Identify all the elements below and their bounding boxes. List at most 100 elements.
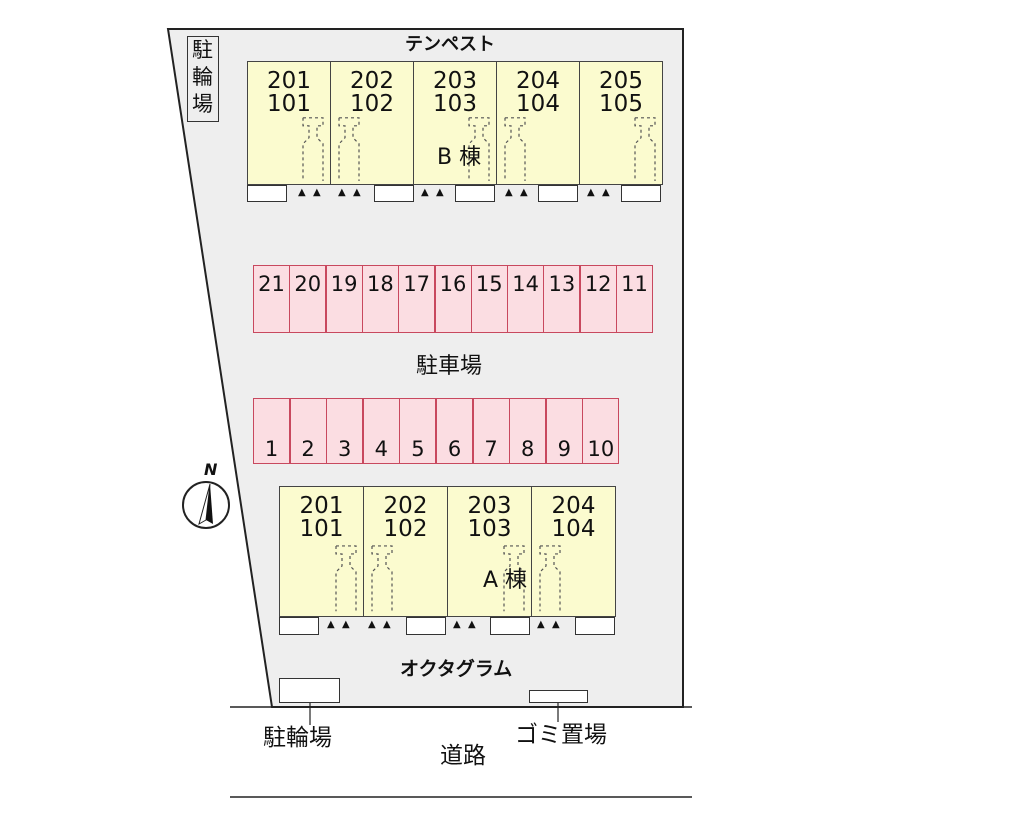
parking-space: 19 bbox=[325, 265, 363, 333]
stair-outline bbox=[504, 117, 526, 181]
bicycle-char-2: 輪 bbox=[192, 65, 213, 89]
parking-space-number: 10 bbox=[587, 437, 615, 461]
bicycle-parking-bottom-box bbox=[279, 678, 340, 703]
unit-number-lower: 102 bbox=[383, 516, 428, 542]
unit-number-lower: 102 bbox=[350, 91, 394, 117]
parking-space-number: 11 bbox=[621, 272, 648, 296]
parking-space-number: 14 bbox=[512, 272, 539, 296]
entrance-marker: ▲ bbox=[298, 187, 306, 198]
unit-number-upper: 201 bbox=[267, 68, 311, 94]
unit-number-lower: 104 bbox=[516, 91, 560, 117]
parking-space-number: 16 bbox=[439, 272, 467, 296]
entrance-marker: ▲ bbox=[342, 619, 350, 630]
entrance-box bbox=[490, 617, 530, 635]
stair-outline bbox=[371, 545, 393, 612]
unit-number-lower: 105 bbox=[599, 91, 643, 117]
parking-space-number: 5 bbox=[411, 437, 425, 461]
stair-outline bbox=[302, 117, 324, 181]
unit-number-lower: 101 bbox=[267, 91, 311, 117]
unit-number-lower: 103 bbox=[433, 91, 477, 117]
parking-space: 13 bbox=[543, 265, 581, 333]
unit-number-lower: 101 bbox=[299, 516, 344, 542]
entrance-marker: ▲ bbox=[421, 187, 429, 198]
entrance-box bbox=[279, 617, 319, 635]
bicycle-char-3: 場 bbox=[192, 92, 213, 116]
entrance-marker: ▲ bbox=[505, 187, 513, 198]
entrance-box bbox=[538, 185, 578, 202]
unit-number-upper: 203 bbox=[467, 493, 512, 519]
entrance-marker: ▲ bbox=[313, 187, 321, 198]
entrance-marker: ▲ bbox=[602, 187, 610, 198]
unit-number-upper: 203 bbox=[433, 68, 477, 94]
entrance-marker: ▲ bbox=[537, 619, 545, 630]
entrance-box bbox=[247, 185, 287, 202]
entrance-box bbox=[575, 617, 615, 635]
entrance-box bbox=[455, 185, 495, 202]
bicycle-parking-bottom-label: 駐輪場 bbox=[263, 725, 332, 751]
unit-number-upper: 201 bbox=[299, 493, 344, 519]
unit-number-upper: 205 bbox=[599, 68, 643, 94]
entrance-marker: ▲ bbox=[353, 187, 361, 198]
parking-space: 6 bbox=[436, 398, 473, 464]
parking-space: 11 bbox=[616, 265, 653, 333]
parking-space: 1 bbox=[253, 398, 290, 464]
entrance-box bbox=[406, 617, 446, 635]
parking-space: 2 bbox=[289, 398, 327, 464]
bicycle-parking-top: 駐 輪 場 bbox=[187, 36, 219, 122]
parking-label: 駐車場 bbox=[416, 354, 483, 379]
garbage-label: ゴミ置場 bbox=[515, 722, 607, 748]
entrance-marker: ▲ bbox=[552, 619, 560, 630]
parking-space: 14 bbox=[507, 265, 545, 333]
parking-space-number: 1 bbox=[264, 437, 279, 461]
parking-space-number: 6 bbox=[447, 437, 462, 461]
parking-space-number: 13 bbox=[548, 272, 576, 296]
entrance-marker: ▲ bbox=[520, 187, 528, 198]
parking-space-number: 2 bbox=[301, 437, 315, 461]
entrance-marker: ▲ bbox=[436, 187, 444, 198]
road-label: 道路 bbox=[440, 743, 486, 769]
parking-space-number: 9 bbox=[557, 437, 571, 461]
entrance-marker: ▲ bbox=[338, 187, 346, 198]
parking-space-number: 21 bbox=[258, 272, 285, 296]
parking-space-number: 17 bbox=[403, 272, 431, 296]
parking-space: 18 bbox=[361, 265, 399, 333]
parking-space-number: 3 bbox=[338, 437, 352, 461]
parking-space-number: 7 bbox=[484, 437, 498, 461]
unit-number-lower: 103 bbox=[467, 516, 512, 542]
building-b-name: テンペスト bbox=[405, 34, 495, 55]
compass-icon bbox=[182, 481, 230, 529]
entrance-marker: ▲ bbox=[327, 619, 335, 630]
parking-space: 5 bbox=[399, 398, 437, 464]
parking-space: 21 bbox=[253, 265, 290, 333]
parking-space: 4 bbox=[362, 398, 400, 464]
parking-space: 3 bbox=[326, 398, 364, 464]
parking-space: 16 bbox=[434, 265, 472, 333]
garbage-box bbox=[529, 690, 588, 703]
parking-space: 7 bbox=[472, 398, 510, 464]
parking-space-number: 19 bbox=[330, 272, 358, 296]
parking-space-number: 15 bbox=[475, 272, 503, 296]
unit-number-upper: 202 bbox=[350, 68, 394, 94]
parking-space-number: 8 bbox=[521, 437, 535, 461]
parking-space: 15 bbox=[470, 265, 508, 333]
stair-outline bbox=[335, 545, 357, 612]
parking-space: 10 bbox=[582, 398, 620, 464]
building-a-label: A 棟 bbox=[483, 568, 528, 593]
entrance-box bbox=[374, 185, 414, 202]
entrance-marker: ▲ bbox=[368, 619, 376, 630]
